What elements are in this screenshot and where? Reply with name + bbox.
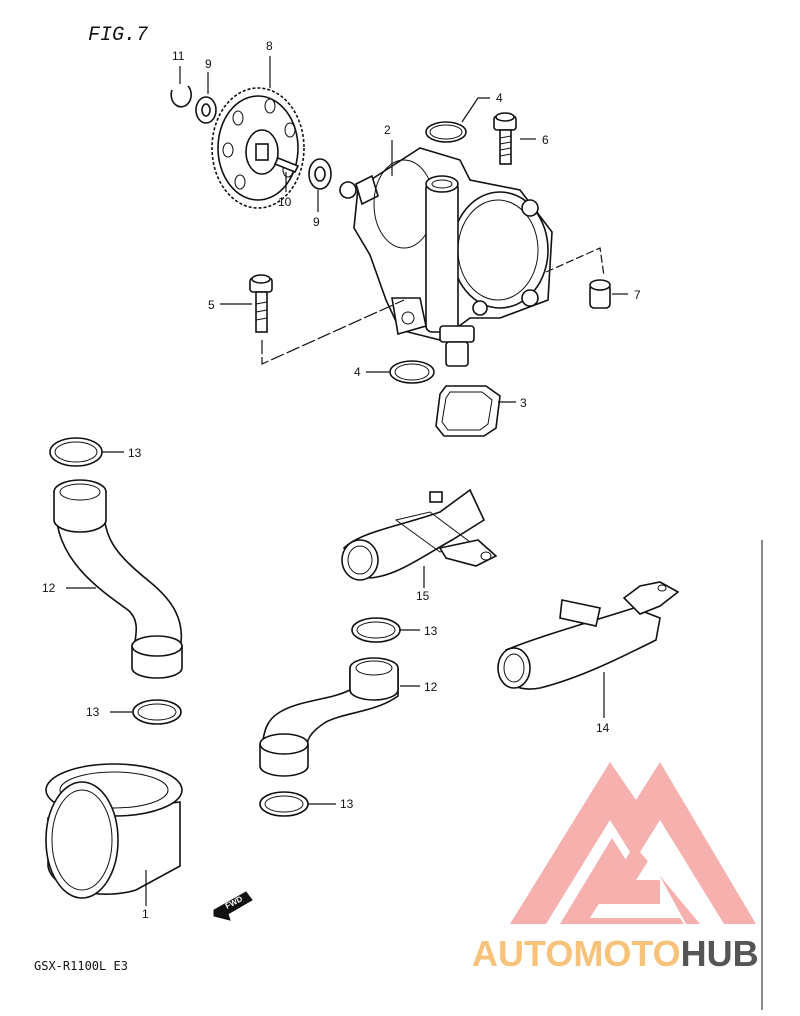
part-oil-pipe-12-center — [259, 657, 420, 777]
part-oil-filter-1 — [45, 763, 183, 906]
part-dowel-7 — [589, 279, 628, 309]
callout-13-b: 13 — [86, 705, 100, 719]
dowel-locator-line — [545, 247, 605, 277]
part-bolt-5 — [220, 274, 405, 365]
callout-9-upper: 9 — [205, 57, 212, 71]
part-o-ring-4-lower — [366, 360, 435, 384]
callout-4-lower: 4 — [354, 365, 361, 379]
callout-4-upper: 4 — [496, 91, 503, 105]
fwd-arrow-icon: FWD — [213, 891, 253, 921]
callout-5: 5 — [208, 298, 215, 312]
part-oil-pipe-15 — [341, 488, 498, 588]
part-washer-9-upper — [195, 72, 217, 124]
part-gasket-3 — [435, 385, 516, 437]
callout-15: 15 — [416, 589, 430, 603]
part-o-ring-4-upper — [425, 97, 490, 143]
part-bolt-6 — [493, 112, 536, 165]
part-o-ring-13-b — [110, 699, 182, 725]
part-oil-pipe-14 — [497, 581, 680, 718]
callout-10: 10 — [278, 195, 292, 209]
watermark-text-part1: AUTOMOTO — [472, 933, 681, 974]
callout-2: 2 — [384, 123, 391, 137]
part-o-ring-13-c — [351, 617, 420, 643]
part-washer-9-lower — [308, 158, 332, 212]
callout-7: 7 — [634, 288, 641, 302]
part-pump-gear-8 — [211, 56, 305, 209]
watermark-text-part2: HUB — [681, 933, 759, 974]
part-circlip-11 — [170, 66, 192, 108]
part-oil-pipe-12-left — [53, 479, 183, 679]
part-o-ring-13-d — [259, 791, 336, 817]
callout-6: 6 — [542, 133, 549, 147]
model-code: GSX-R1100L E3 — [34, 959, 128, 973]
callout-13-a: 13 — [128, 446, 142, 460]
callout-12-center: 12 — [424, 680, 438, 694]
part-o-ring-13-a — [49, 437, 124, 467]
callout-12-left: 12 — [42, 581, 56, 595]
automotohub-logo-icon — [510, 762, 756, 924]
callout-13-c: 13 — [424, 624, 438, 638]
figure-title: FIG.7 — [88, 24, 148, 47]
callout-8: 8 — [266, 39, 273, 53]
callout-3: 3 — [520, 396, 527, 410]
callout-14: 14 — [596, 721, 610, 735]
watermark-text: AUTOMOTOHUB — [472, 933, 759, 974]
callout-9-lower: 9 — [313, 215, 320, 229]
part-oil-pump-2 — [339, 140, 553, 367]
callout-1: 1 — [142, 907, 149, 921]
part-pin-10 — [273, 156, 300, 192]
callout-13-d: 13 — [340, 797, 354, 811]
callout-11: 11 — [172, 49, 185, 63]
